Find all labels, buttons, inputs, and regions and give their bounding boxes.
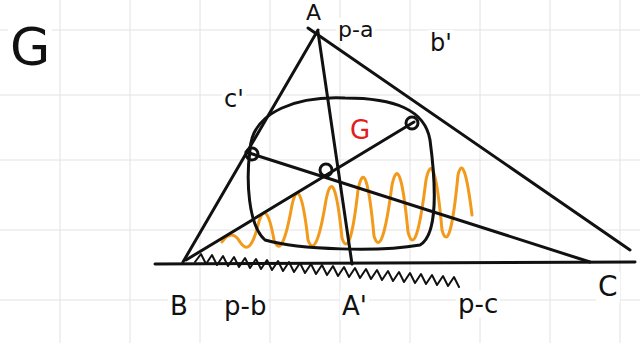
side-ac bbox=[308, 28, 630, 250]
gergonne-point bbox=[320, 164, 332, 176]
point-label: A' bbox=[340, 292, 369, 320]
point-label: c' bbox=[222, 86, 246, 112]
tangent-point bbox=[246, 148, 258, 160]
vertex-label: B bbox=[168, 292, 190, 320]
point-label: b' bbox=[428, 30, 454, 56]
vertex-label: C bbox=[596, 272, 620, 302]
incircle bbox=[248, 98, 434, 249]
vertex-label: A bbox=[304, 1, 323, 25]
segment-label: p-c bbox=[456, 290, 500, 318]
segment-label: p-a bbox=[336, 18, 375, 42]
title-letter: G bbox=[8, 20, 52, 74]
cevian-c bbox=[246, 152, 590, 262]
segment-label: p-b bbox=[222, 292, 268, 320]
cevian-a bbox=[318, 32, 352, 264]
side-hatching bbox=[195, 254, 459, 287]
point-label: G bbox=[348, 116, 372, 144]
cevian-b bbox=[186, 122, 414, 260]
tangent-point bbox=[406, 117, 418, 129]
